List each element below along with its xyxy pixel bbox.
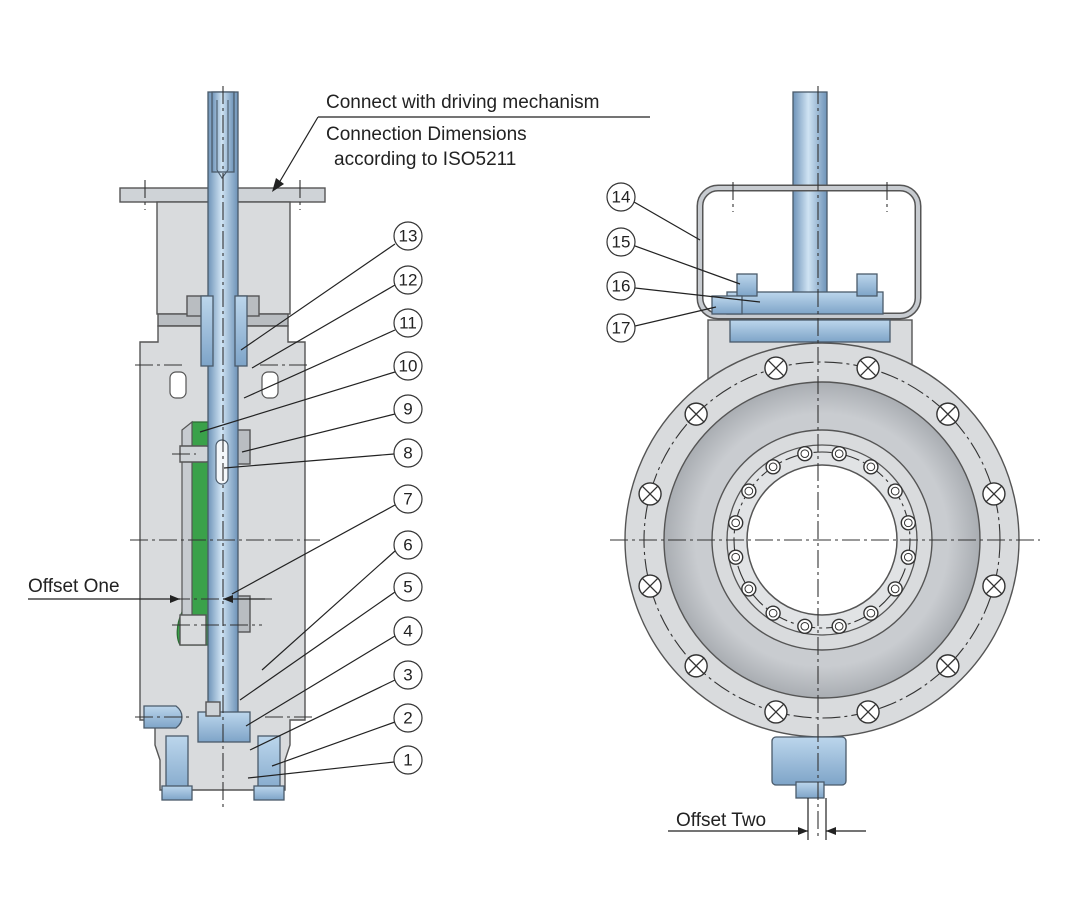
outer-bolt (856, 700, 880, 724)
inner-bolt (741, 483, 757, 499)
part-17: 17 (612, 319, 631, 338)
inner-bolt (797, 618, 813, 635)
outer-bolt (982, 482, 1006, 506)
inner-bolt (727, 515, 744, 531)
inner-ring-bolts (727, 445, 917, 635)
part-10: 10 (399, 357, 418, 376)
offset-two-label: Offset Two (676, 810, 766, 831)
inner-bolt (765, 605, 781, 621)
outer-bolt (764, 356, 788, 380)
outer-flange-bolts (638, 356, 1006, 724)
inner-bolt (900, 515, 917, 531)
part-callouts-left: 13 12 11 10 9 8 7 6 5 4 3 2 (199, 221, 423, 779)
connect-label: Connect with driving mechanism (326, 92, 600, 113)
outer-bolt (936, 402, 960, 426)
part-5: 5 (403, 578, 412, 597)
part-3: 3 (403, 666, 412, 685)
front-stem (792, 91, 828, 315)
inner-bolt (887, 581, 903, 597)
bottom-plug (771, 736, 847, 786)
outer-bolt (856, 356, 880, 380)
inner-bolt (831, 618, 847, 635)
outer-bolt (982, 574, 1006, 598)
outer-bolt (638, 482, 662, 506)
part-12: 12 (399, 271, 418, 290)
outer-bolt (684, 654, 708, 678)
offset-two-dimension: Offset Two (668, 798, 866, 840)
offset-one-label: Offset One (28, 576, 120, 597)
part-2: 2 (403, 709, 412, 728)
shaft-pin (215, 439, 229, 485)
part-9: 9 (403, 400, 412, 419)
part-13: 13 (399, 227, 418, 246)
inner-bolt (727, 549, 744, 565)
section-view (119, 86, 326, 808)
inner-bolt (765, 459, 781, 475)
part-14: 14 (612, 188, 631, 207)
offset-one-dimension: Offset One (28, 576, 265, 603)
outer-bolt (638, 574, 662, 598)
part-callouts-right: 14 15 16 17 (606, 182, 761, 343)
part-11: 11 (399, 314, 417, 333)
part-15: 15 (612, 233, 631, 252)
outer-bolt (936, 654, 960, 678)
connection-callouts: Connect with driving mechanism Connectio… (272, 92, 650, 192)
connection-dims-line1: Connection Dimensions (326, 124, 527, 145)
inner-bolt (741, 581, 757, 597)
front-view (610, 86, 1040, 838)
part-7: 7 (403, 490, 412, 509)
part-8: 8 (403, 444, 412, 463)
side-plug (143, 705, 183, 729)
part-16: 16 (612, 277, 631, 296)
inner-bolt (900, 549, 917, 565)
inner-bolt (863, 459, 879, 475)
inner-bolt (887, 483, 903, 499)
part-1: 1 (403, 751, 412, 770)
part-4: 4 (403, 622, 412, 641)
gland-lower (729, 319, 891, 343)
inner-bolt (831, 445, 847, 462)
part-6: 6 (403, 536, 412, 555)
connection-dims-line2: according to ISO5211 (334, 149, 516, 170)
outer-bolt (684, 402, 708, 426)
outer-bolt (764, 700, 788, 724)
bottom-cover (197, 711, 251, 743)
inner-bolt (797, 445, 813, 462)
inner-bolt (863, 605, 879, 621)
